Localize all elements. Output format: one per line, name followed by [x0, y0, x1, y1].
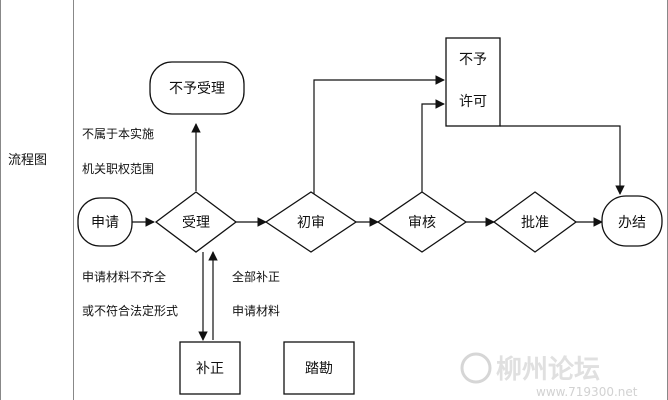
node-reject-shape [149, 61, 245, 115]
node-inspection-shape [283, 341, 355, 395]
node-apply: 申请 [91, 215, 119, 231]
note-corrected-line2: 申请材料 [232, 304, 280, 318]
node-deny-line2: 许可 [459, 94, 487, 110]
node-correction: 补正 [196, 361, 224, 377]
node-done: 办结 [618, 215, 646, 231]
note-scope-line1: 不属于本实施 [82, 126, 154, 141]
node-approve-shape [492, 191, 578, 253]
watermark-logo-icon [460, 352, 492, 384]
watermark: 柳州论坛 www.719300.net [460, 352, 638, 399]
node-first-review: 初审 [297, 214, 325, 231]
node-audit-shape [376, 191, 468, 253]
row-label: 流程图 [8, 153, 47, 168]
node-deny-line1: 不予 [459, 52, 487, 68]
node-deny-shape [445, 37, 501, 127]
node-firstreview-shape [264, 191, 358, 253]
note-incomplete-line1: 申请材料不齐全 [82, 269, 166, 284]
node-done-shape [601, 195, 663, 247]
note-incomplete-line2: 或不符合法定形式 [82, 303, 178, 318]
arrow-deny-done [500, 125, 625, 195]
node-apply-shape [77, 197, 133, 247]
node-approve: 批准 [521, 215, 549, 231]
node-reject: 不予受理 [169, 81, 225, 97]
node-accept: 受理 [182, 215, 210, 231]
node-audit: 审核 [408, 215, 436, 231]
arrow-firstreview-deny [313, 75, 445, 196]
watermark-url: www.719300.net [536, 385, 638, 399]
node-accept-shape [154, 191, 238, 253]
note-scope-line2: 机关职权范围 [82, 162, 154, 176]
node-correction-shape [179, 341, 241, 395]
node-inspection: 踏勘 [305, 361, 333, 377]
arrow-audit-deny [421, 99, 445, 196]
connectors [132, 75, 625, 341]
note-corrected-line1: 全部补正 [232, 269, 280, 284]
watermark-main: 柳州论坛 [496, 355, 600, 385]
